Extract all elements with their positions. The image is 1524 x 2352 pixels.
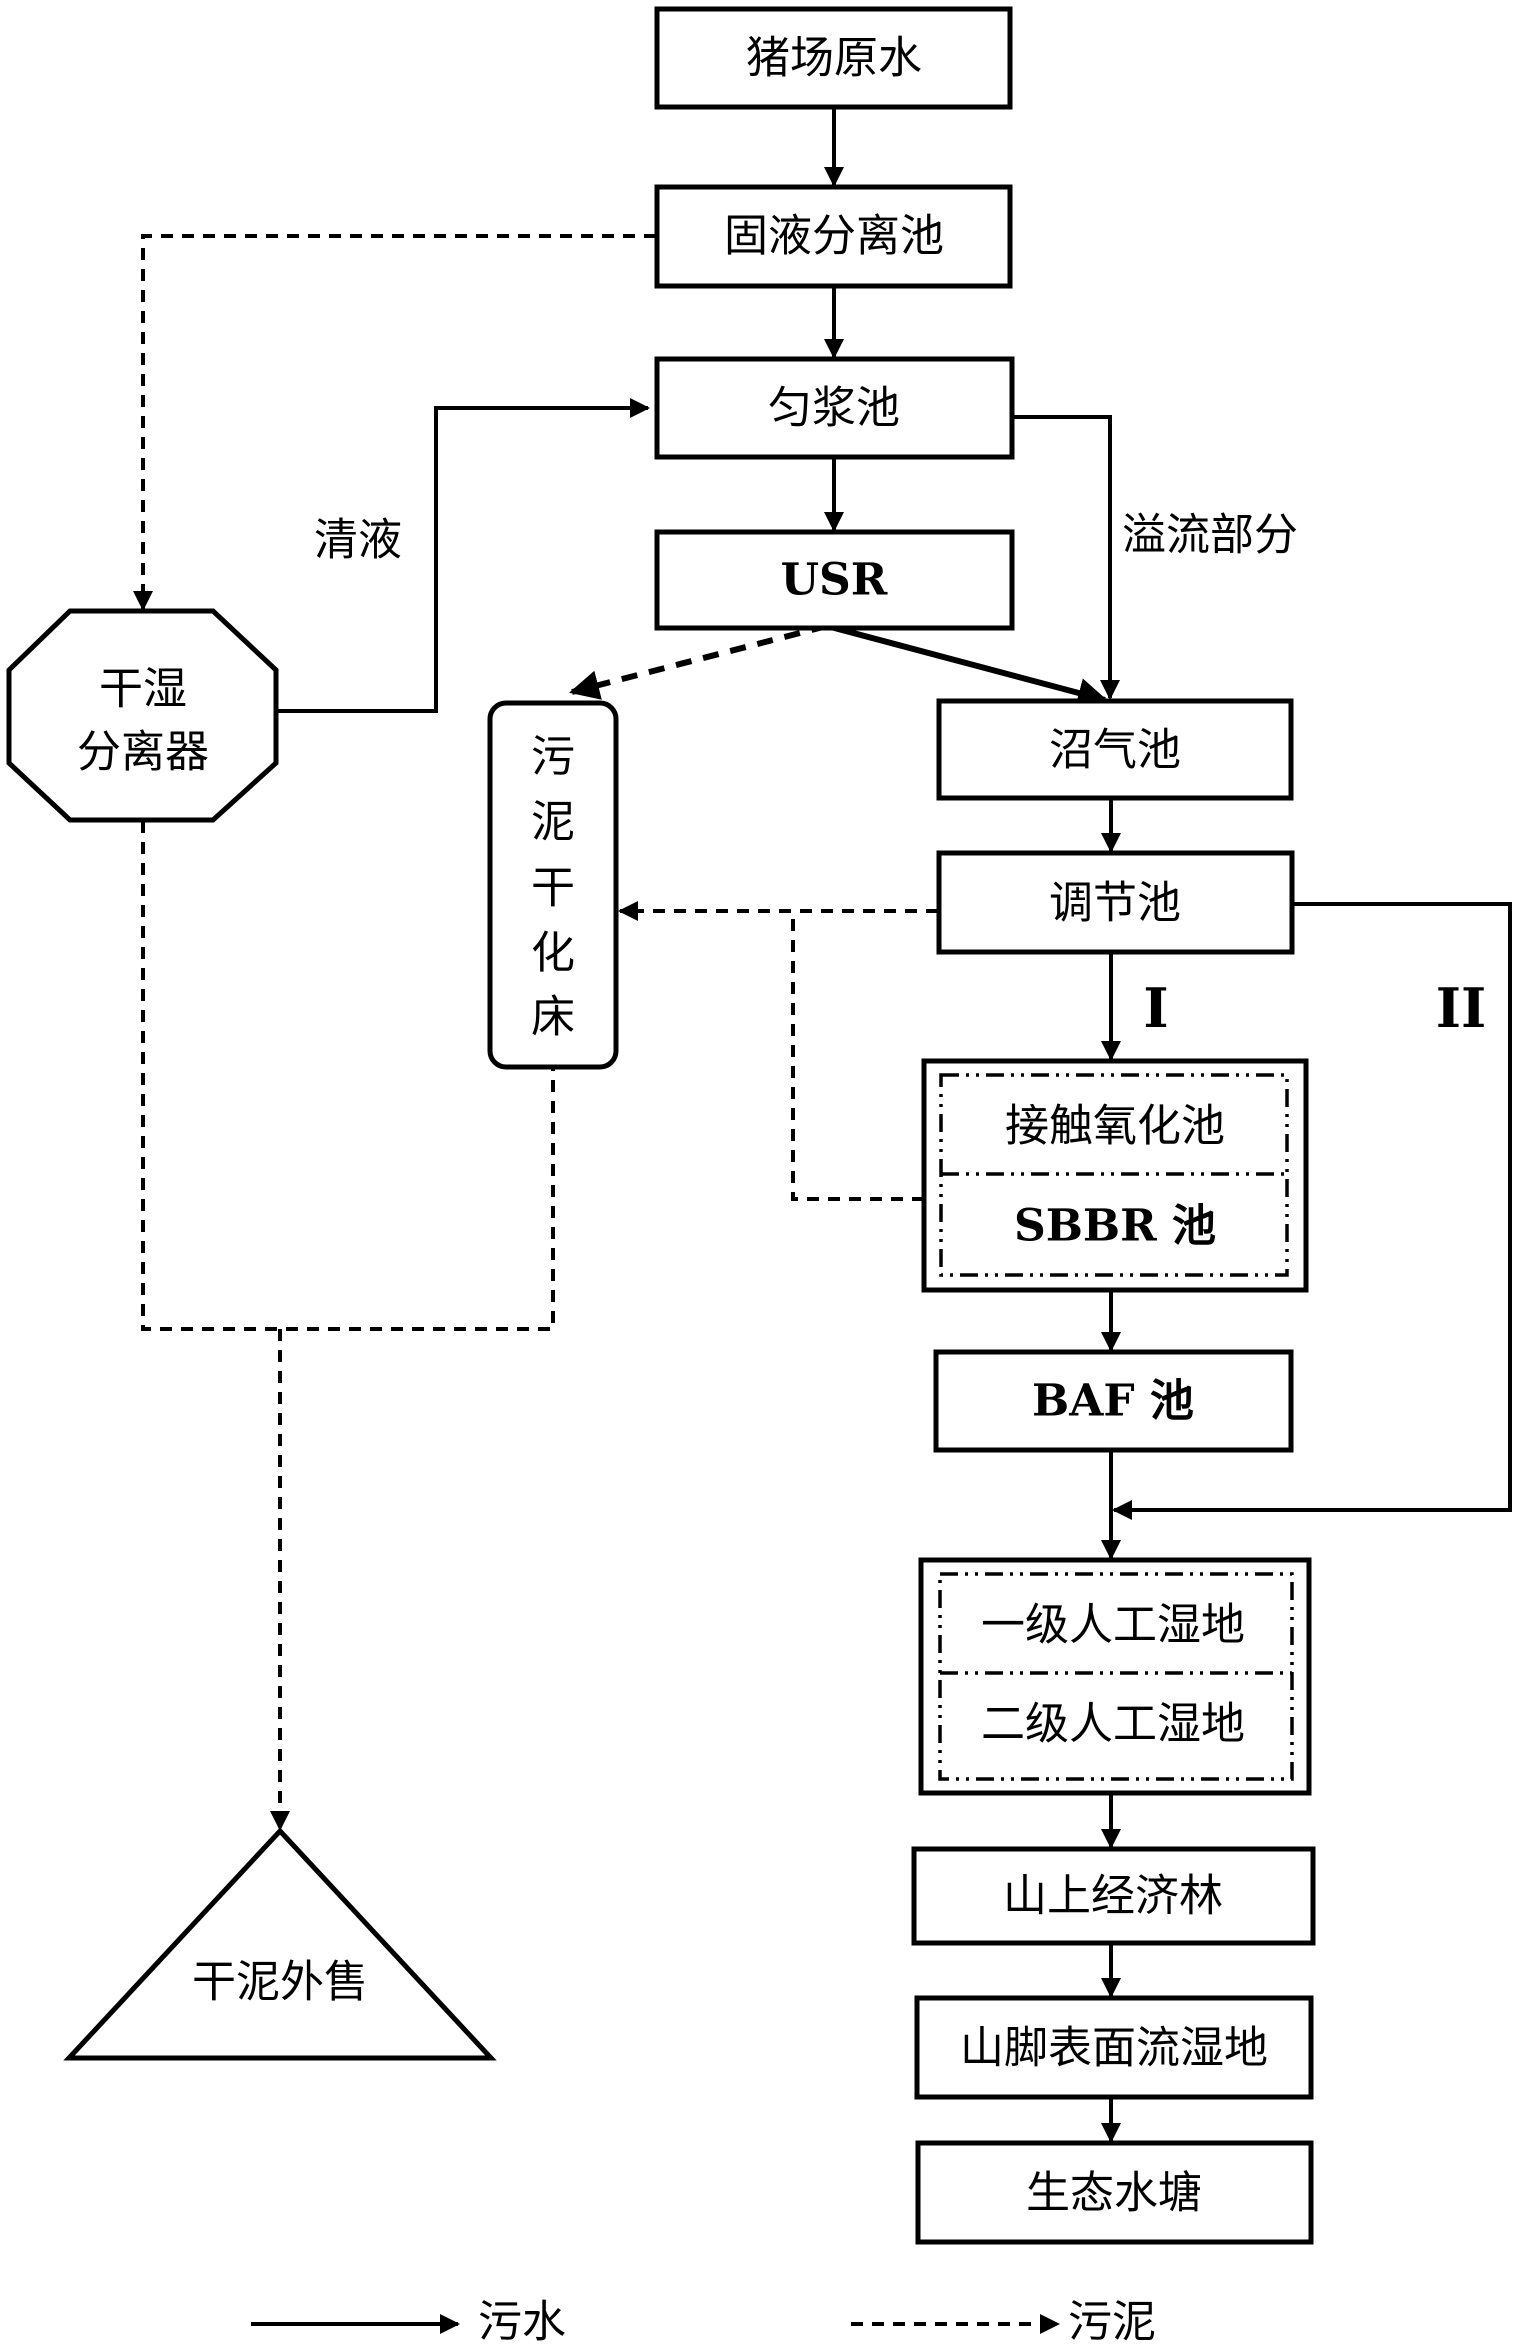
node-separator-label-line1: 干湿 xyxy=(99,664,187,715)
edge-usr-to-biogas xyxy=(826,623,1108,708)
sludge-bed-char: 化 xyxy=(531,928,575,979)
node-raw-water: 猪场原水 xyxy=(654,6,1013,110)
node-dry-wet-separator: 干湿 分离器 xyxy=(6,608,279,823)
node-solid-liquid-tank: 固液分离池 xyxy=(654,184,1013,289)
edge-sbbr-to-sludge-branch xyxy=(791,911,924,1201)
label-route-2: II xyxy=(1436,976,1487,1040)
node-eco-pond-label: 生态水塘 xyxy=(1026,2168,1202,2219)
node-regulating-tank: 调节池 xyxy=(936,850,1295,955)
node-dry-sludge-sale: 干泥外售 xyxy=(63,1827,497,2061)
node-raw-water-label: 猪场原水 xyxy=(746,33,922,84)
node-sludge-drying-bed: 污 泥 干 化 床 xyxy=(487,700,619,1070)
node-separator-label-line2: 分离器 xyxy=(77,727,209,778)
node-forest-label: 山上经济林 xyxy=(1003,1871,1223,1922)
sludge-bed-char: 污 xyxy=(531,732,575,783)
node-biogas-tank-label: 沼气池 xyxy=(1049,725,1181,776)
edge-solid-liquid-to-separator xyxy=(133,234,656,611)
node-homogenizing-tank: 匀浆池 xyxy=(654,356,1015,460)
edge-route-2 xyxy=(1112,902,1512,1520)
node-baf-tank: BAF 池 xyxy=(933,1349,1294,1453)
edge-usr-to-sludge-bed xyxy=(569,623,828,700)
edge-clear-liquid xyxy=(276,398,650,713)
node-baf-tank-label: BAF 池 xyxy=(1032,1376,1194,1427)
legend-sludge-label: 污泥 xyxy=(1068,2297,1156,2348)
node-surface-wetland-label: 山脚表面流湿地 xyxy=(960,2023,1268,2074)
sludge-edges xyxy=(133,234,938,1831)
node-regulating-tank-label: 调节池 xyxy=(1049,878,1181,929)
node-contact-oxidation-label: 接触氧化池 xyxy=(1005,1101,1225,1152)
sludge-bed-char: 床 xyxy=(531,992,575,1043)
sludge-bed-char: 干 xyxy=(531,863,575,914)
node-eco-pond: 生态水塘 xyxy=(915,2140,1314,2245)
node-oxidation-sbbr-group: 接触氧化池 SBBR 池 xyxy=(921,1058,1309,1293)
node-wetland-1-label: 一级人工湿地 xyxy=(981,1600,1245,1651)
node-dry-sludge-sale-label: 干泥外售 xyxy=(192,1957,368,2008)
sludge-bed-char: 泥 xyxy=(531,797,575,848)
edge-overflow xyxy=(1014,415,1120,700)
node-solid-liquid-tank-label: 固液分离池 xyxy=(724,211,944,262)
label-route-1: I xyxy=(1143,976,1168,1040)
node-usr-label: USR xyxy=(781,555,888,606)
node-wetland-group: 一级人工湿地 二级人工湿地 xyxy=(918,1557,1312,1796)
sewage-edges xyxy=(276,108,1512,2143)
legend: 污水 污泥 xyxy=(251,2297,1156,2348)
label-clear-liquid: 清液 xyxy=(314,515,402,566)
edge-separator-down xyxy=(141,821,555,1331)
node-wetland-2-label: 二级人工湿地 xyxy=(981,1699,1245,1750)
node-sbbr-label: SBBR 池 xyxy=(1014,1201,1216,1252)
legend-sewage-label: 污水 xyxy=(478,2297,566,2348)
node-usr: USR xyxy=(654,529,1015,631)
node-biogas-tank: 沼气池 xyxy=(936,698,1294,801)
node-homogenizing-tank-label: 匀浆池 xyxy=(768,383,900,434)
node-forest: 山上经济林 xyxy=(911,1846,1316,1946)
node-surface-wetland: 山脚表面流湿地 xyxy=(914,1995,1314,2100)
label-overflow: 溢流部分 xyxy=(1122,510,1298,561)
